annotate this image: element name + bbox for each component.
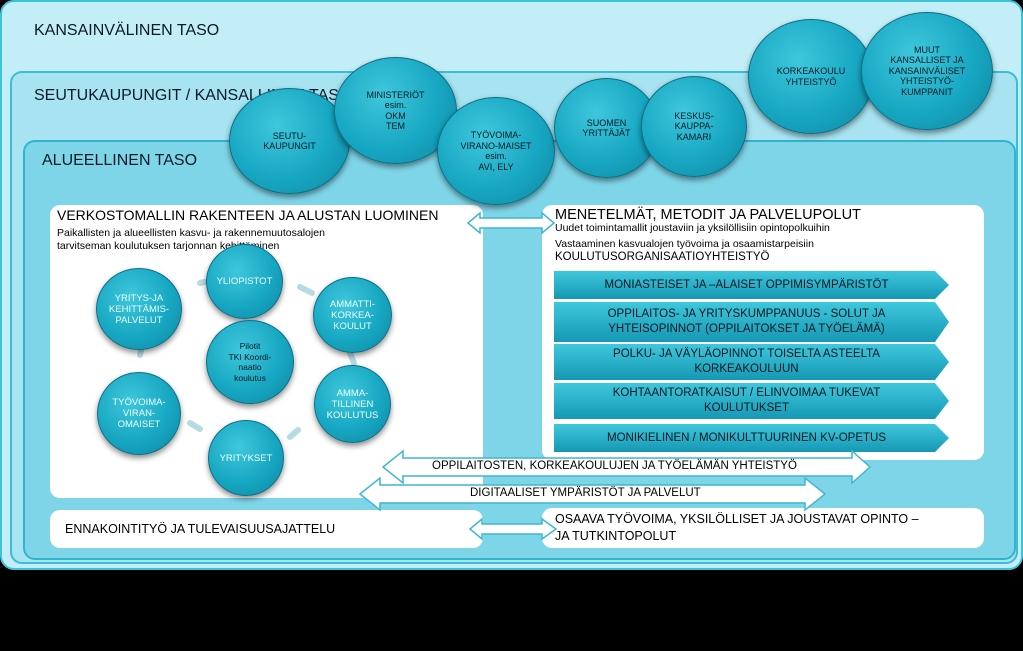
top-bubble-seutukaupungit: SEUTU- KAUPUNGIT: [229, 88, 350, 194]
bar-yrityskumppanuus: OPPILAITOS- JA YRITYSKUMPPANUUS - SOLUT …: [554, 302, 949, 342]
ring-ammattikorkeakoulut: AMMATTI- KORKEA- KOULUT: [313, 277, 392, 353]
top-bubble-ministeriot: MINISTERIÖT esim. OKM TEM: [334, 57, 457, 164]
connector-upper-label: OPPILAITOSTEN, KORKEAKOULUJEN JA TYÖELÄM…: [432, 460, 797, 472]
top-bubble-keskuskauppakamari: KESKUS- KAUPPA- KAMARI: [641, 76, 747, 177]
ring-yliopistot: YLIOPISTOT: [206, 244, 283, 319]
connector-lower-label: DIGITAALISET YMPÄRISTÖT JA PALVELUT: [470, 487, 701, 499]
bar-polkuopinnot: POLKU- JA VÄYLÄOPINNOT TOISELTA ASTEELTA…: [554, 344, 949, 380]
network-model-title: VERKOSTOMALLIN RAKENTEEN JA ALUSTAN LUOM…: [57, 207, 439, 223]
international-level-label: KANSAINVÄLINEN TASO: [34, 22, 220, 39]
top-bubble-tyovoimaviranomaiset: TYÖVOIMA- VIRANO-MAISET esim. AVI, ELY: [437, 97, 555, 205]
competent-workforce-panel: [542, 508, 984, 548]
regional-level-label: ALUEELLINEN TASO: [42, 152, 198, 169]
ring-tyovoimaviranomaiset: TYÖVOIMA- VIRAN- OMAISET: [97, 372, 181, 455]
top-bubble-korkeakoulu-yhteistyo: KORKEAKOULU YHTEISTYÖ: [748, 19, 874, 134]
competent-workforce-label: OSAAVA TYÖVOIMA, YKSILÖLLISET JA JOUSTAV…: [555, 512, 919, 543]
methods-line-3: KOULUTUSORGANISAATIOYHTEISTYÖ: [555, 251, 770, 263]
ring-ammatillinen-koulutus: AMMA- TILLINEN KOULUTUS: [314, 365, 391, 443]
bar-monikielinen: MONIKIELINEN / MONIKULTTUURINEN KV-OPETU…: [554, 424, 949, 452]
methods-line-1: Uudet toimintamallit joustaviin ja yksil…: [555, 222, 830, 234]
ring-center-pilotit: Pilotit TKI Koordi- naatio koulutus: [206, 320, 294, 404]
ring-yrityspalvelut: YRITYS-JA KEHITTÄMIS- PALVELUT: [96, 268, 182, 350]
bar-kohtaantoratkaisut: KOHTAANTORATKAISUT / ELINVOIMAA TUKEVAT …: [554, 383, 949, 419]
bar-oppimisymparistot: MONIASTEISET JA –ALAISET OPPIMISYMPÄRIST…: [554, 271, 949, 299]
top-bubble-muut-kumppanit: MUUT KANSALLISET JA KANSAINVÄLISET YHTEI…: [861, 12, 993, 130]
foresight-label: ENNAKOINTITYÖ JA TULEVAISUUSAJATTELU: [65, 522, 336, 536]
methods-title: MENETELMÄT, METODIT JA PALVELUPOLUT: [555, 207, 861, 223]
methods-line-2: Vastaaminen kasvualojen työvoima ja osaa…: [555, 238, 814, 250]
foresight-panel: [50, 510, 483, 548]
ring-yritykset: YRITYKSET: [208, 420, 284, 496]
